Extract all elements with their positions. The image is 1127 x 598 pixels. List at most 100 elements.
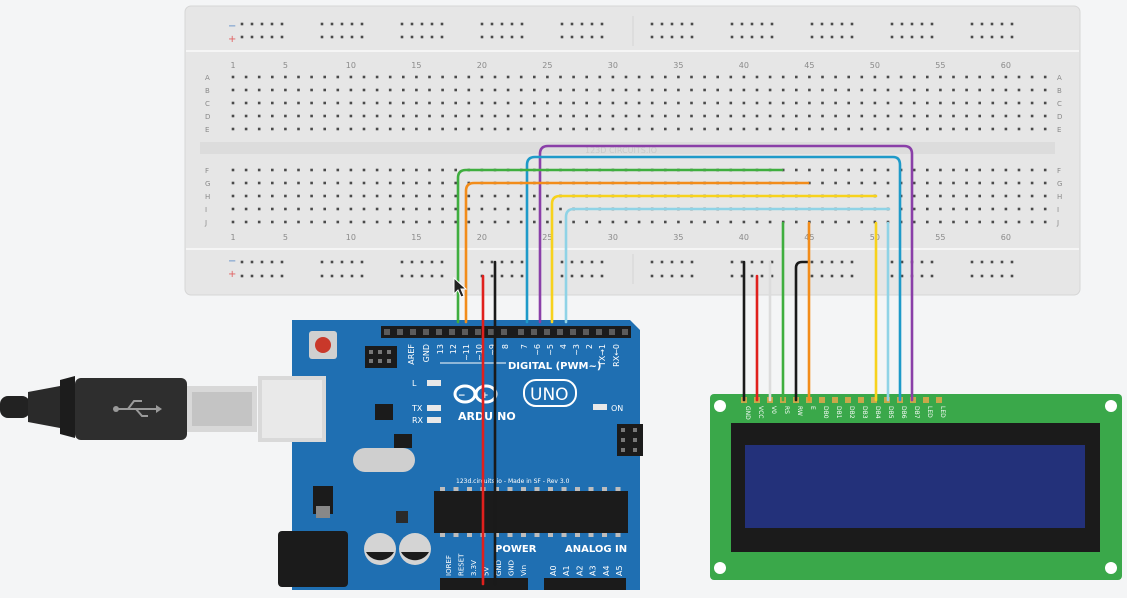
lcd-pin-label: DB4 <box>874 406 881 419</box>
column-number: 10 <box>346 61 356 70</box>
lcd-pin-label: LED <box>926 406 933 418</box>
power-pin-label: Vin <box>520 565 528 576</box>
column-number: 55 <box>935 61 945 70</box>
lcd-pin[interactable] <box>871 397 877 403</box>
row-letter: J <box>1056 219 1059 227</box>
analog-pin-label: A3 <box>589 565 598 576</box>
digital-pin-label: RX←0 <box>612 344 621 367</box>
column-number: 25 <box>542 233 552 242</box>
analog-pin-label: A2 <box>575 565 584 576</box>
usb-cable[interactable] <box>0 376 257 440</box>
row-letter: J <box>204 219 207 227</box>
arduino-logo: − + ARDUINO UNO <box>453 379 577 423</box>
lcd-pin-label: DB3 <box>861 406 868 419</box>
svg-text:+: + <box>481 391 489 401</box>
analog-pin-label: A0 <box>549 565 558 576</box>
rail-minus-label-bottom: − <box>228 256 236 267</box>
digital-pin-label: ~10 <box>475 344 484 361</box>
rail-plus-label-bottom: + <box>228 269 236 280</box>
lcd-pin[interactable] <box>832 397 838 403</box>
row-letter: I <box>1057 206 1059 214</box>
column-number: 60 <box>1001 61 1011 70</box>
analog-pin-label: A1 <box>562 565 571 576</box>
power-pin-label: GND <box>495 560 503 576</box>
row-letter: H <box>1057 193 1062 201</box>
usb-symbol-icon <box>113 400 162 417</box>
lcd-pin-label: DB1 <box>835 406 842 419</box>
svg-text:RX: RX <box>412 416 424 425</box>
row-letter: D <box>205 113 210 121</box>
lcd-pin-label: LED <box>939 406 946 418</box>
crystal-oscillator <box>353 448 415 472</box>
digital-pin-label: AREF <box>407 344 416 365</box>
lcd-pin[interactable] <box>936 397 942 403</box>
lcd-pin-label: E <box>809 406 816 410</box>
row-letter: A <box>205 74 210 82</box>
row-letter: F <box>205 167 209 175</box>
lcd-pin-label: DB2 <box>848 406 855 419</box>
column-number: 60 <box>1001 233 1011 242</box>
column-number: 40 <box>739 61 749 70</box>
lcd-pin-label: V0 <box>770 406 777 414</box>
lcd-pin-label: DB0 <box>822 406 829 419</box>
lcd-pin[interactable] <box>819 397 825 403</box>
wire-purple <box>538 144 914 402</box>
column-number: 25 <box>542 61 552 70</box>
digital-pin-label: 7 <box>520 344 529 349</box>
wires[interactable] <box>456 144 914 586</box>
lcd-pin-label: VCC <box>757 406 764 418</box>
row-letter: I <box>205 206 207 214</box>
breadboard-watermark: 123D CIRCUITS.IO <box>585 146 657 155</box>
lcd-pin[interactable] <box>845 397 851 403</box>
power-pin-label: 3.3V <box>470 560 478 576</box>
row-letter: H <box>205 193 210 201</box>
column-number: 5 <box>283 233 288 242</box>
svg-text:ARDUINO: ARDUINO <box>458 410 516 423</box>
wire-green-upper <box>456 168 784 324</box>
lcd-screen <box>745 445 1085 528</box>
column-number: 35 <box>673 61 683 70</box>
wire-orange-upper <box>464 181 810 324</box>
column-number: 1 <box>230 233 235 242</box>
power-pin-label: IOREF <box>445 555 453 576</box>
digital-header[interactable] <box>381 326 631 338</box>
uno-label: UNO <box>530 385 569 405</box>
analog-in-label: ANALOG IN <box>565 544 627 555</box>
board-revision-text: 123d.circuits.io - Made in SF - Rev 3.0 <box>456 478 570 485</box>
reset-button[interactable] <box>309 331 337 359</box>
row-letter: C <box>1057 100 1062 108</box>
on-led-label: ON <box>611 404 623 413</box>
lcd-pin-label: GND <box>744 406 751 420</box>
power-pin-label: RESET <box>458 553 466 576</box>
column-number: 1 <box>230 61 235 70</box>
digital-pin-label: ~11 <box>462 344 471 361</box>
row-letter: E <box>205 126 209 134</box>
power-pin-label: 5V <box>483 567 491 576</box>
analog-header[interactable] <box>544 578 626 590</box>
mouse-cursor-icon <box>453 276 468 298</box>
svg-text:TX: TX <box>411 404 423 413</box>
lcd-pin[interactable] <box>858 397 864 403</box>
row-letter: B <box>205 87 210 95</box>
row-letter: C <box>205 100 210 108</box>
column-number: 20 <box>477 233 487 242</box>
row-letter: B <box>1057 87 1062 95</box>
lcd-pin[interactable] <box>923 397 929 403</box>
column-number: 30 <box>608 233 618 242</box>
lcd-pin-label: RW <box>796 406 803 416</box>
digital-pin-label: ~9 <box>488 344 497 356</box>
wire-lightblue-upper <box>564 207 891 324</box>
status-leds: L TX RX ON <box>411 379 623 425</box>
analog-pin-label: A4 <box>602 565 611 576</box>
wire-yellow-upper <box>550 194 878 324</box>
digital-pin-label: ~3 <box>572 344 581 356</box>
column-number: 30 <box>608 61 618 70</box>
